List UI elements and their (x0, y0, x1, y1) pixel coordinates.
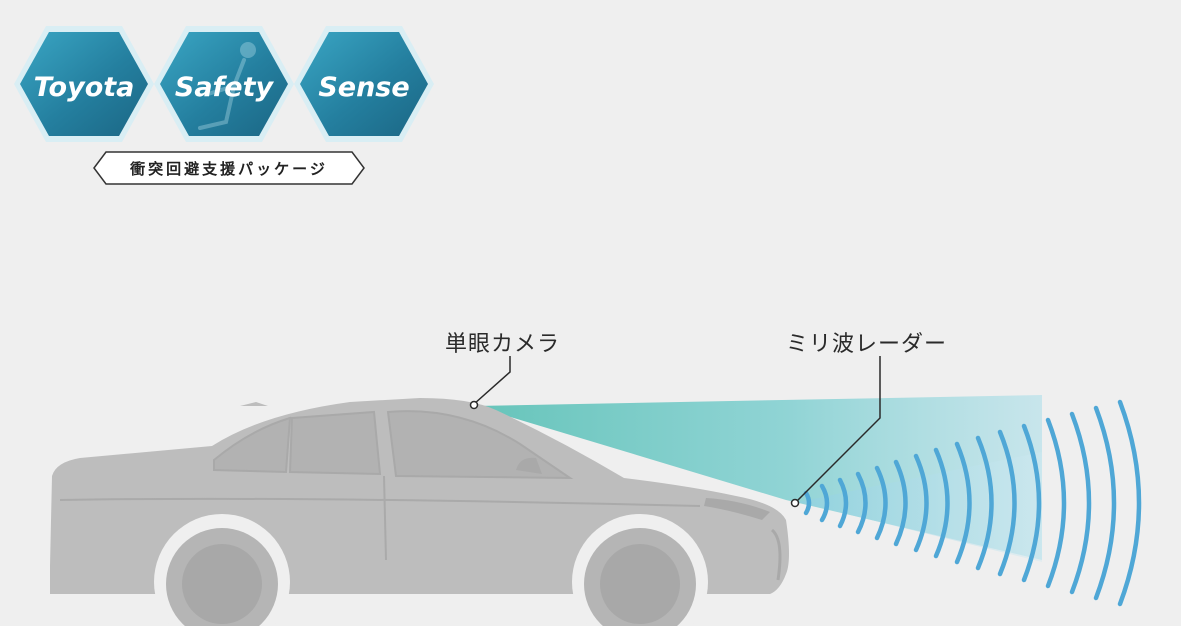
radar-wave-4 (855, 471, 868, 535)
radar-wave-15 (1093, 405, 1117, 601)
car-rear-side-window (288, 410, 382, 476)
radar-wave-9 (954, 441, 972, 565)
radar-wave-10 (975, 435, 994, 571)
radar-wave-8 (933, 447, 950, 559)
radar-leader-line (790, 356, 881, 508)
car-side-mirror (516, 457, 542, 474)
radar-wave-6 (893, 459, 908, 547)
radar-wave-14 (1069, 411, 1092, 595)
car-door-line (383, 475, 387, 561)
radar-wave-3 (837, 477, 849, 529)
logo-word-safety: Safety (175, 72, 275, 103)
logo-subtitle: 衝突回避支援パッケージ (129, 160, 328, 178)
front-wheel (572, 514, 708, 626)
car-body-line (59, 497, 701, 507)
logo-word-sense: Sense (318, 72, 409, 103)
radar-wave-11 (997, 429, 1017, 577)
radar-wave-13 (1045, 417, 1067, 589)
car-silhouette (50, 398, 789, 626)
toyota-safety-sense-logo: Toyota Safety Sense 衝突回避支援パッケージ (14, 26, 434, 185)
radar-wave-7 (913, 453, 929, 553)
logo-word-toyota: Toyota (34, 72, 135, 103)
rear-wheel (154, 514, 290, 626)
radar-wave-5 (874, 465, 888, 541)
car-headlight (704, 498, 770, 520)
logo-hexagon-safety: Safety (154, 26, 294, 142)
logo-subtitle-banner: 衝突回避支援パッケージ (93, 151, 365, 185)
radar-label: ミリ波レーダー (786, 332, 948, 357)
car-antenna (240, 402, 268, 406)
car-rear-window (213, 416, 292, 474)
radar-wave-16 (1117, 399, 1142, 607)
car-front-grille (770, 528, 782, 581)
radar-waves (803, 399, 1142, 607)
radar-wave-12 (1021, 423, 1042, 583)
radar-wave-2 (819, 483, 830, 523)
camera-label: 単眼カメラ (445, 332, 561, 357)
driver-silhouette-icon (198, 42, 256, 130)
radar-wave-1 (803, 490, 812, 516)
logo-hexagon-sense: Sense (294, 26, 434, 142)
logo-hexagon-toyota: Toyota (14, 26, 154, 142)
radar-detection-beam (798, 452, 1042, 562)
camera-leader-line (469, 356, 511, 410)
